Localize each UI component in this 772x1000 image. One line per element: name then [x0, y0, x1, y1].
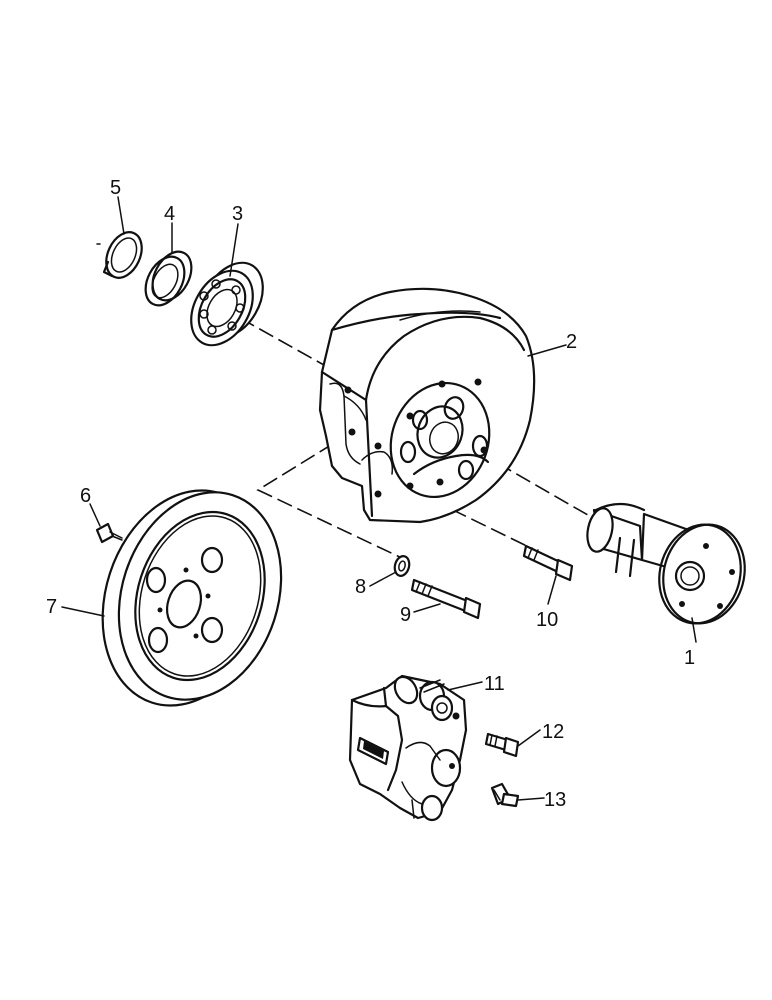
callout-label-2: 2: [566, 331, 577, 353]
callout-label-13: 13: [544, 789, 566, 811]
callout-label-8: 8: [355, 576, 366, 598]
callout-label-6: 6: [80, 485, 91, 507]
callout-label-7: 7: [46, 596, 57, 618]
screw-icon: [95, 522, 123, 544]
callout-label-11: 11: [484, 673, 505, 695]
callout-label-3: 3: [232, 203, 243, 225]
brake-disc-icon: [101, 489, 283, 707]
long-bolt-icon: [410, 578, 482, 620]
short-bolt-icon: [522, 544, 574, 582]
callout-label-12: 12: [542, 721, 564, 743]
washer-icon: [393, 555, 411, 577]
spacer-ring-icon: [144, 250, 193, 307]
callout-label-5: 5: [110, 177, 121, 199]
callout-label-9: 9: [400, 604, 411, 626]
callout-label-4: 4: [164, 203, 175, 225]
ball-bearing-icon: [190, 261, 264, 347]
brake-caliper-icon: [348, 674, 468, 822]
brake-housing-icon: [318, 287, 536, 524]
callout-label-1: 1: [684, 647, 695, 669]
callout-labels: 1 2 3 4 5 6 7 8 9 10 11 12 13: [46, 177, 695, 811]
bleeder-screw-icon: [490, 782, 520, 808]
snap-ring-icon: [96, 231, 143, 279]
leader-lines: [61, 196, 697, 801]
splined-shaft-icon: [586, 502, 746, 625]
caliper-bolt-icon: [484, 732, 520, 758]
callout-label-10: 10: [536, 609, 558, 631]
